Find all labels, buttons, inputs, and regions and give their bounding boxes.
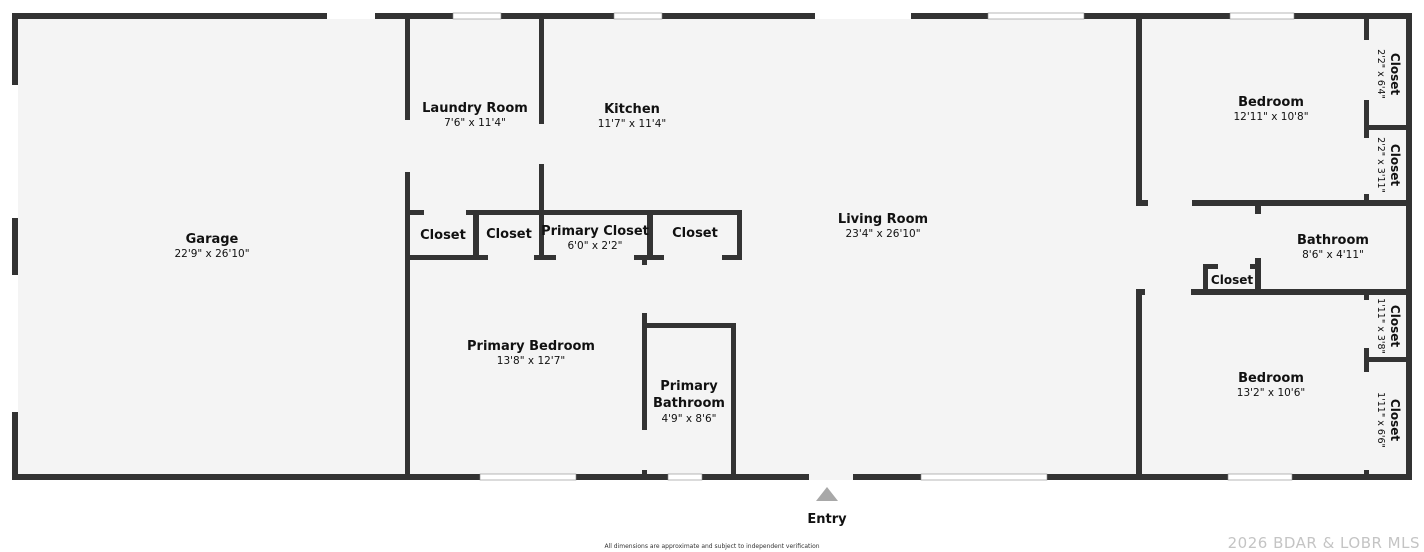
closet-r3-label: Closet (1388, 305, 1402, 347)
closet-r4: Closet 1'11" x 6'6" (1375, 392, 1402, 448)
wall-right (1406, 13, 1412, 480)
closet-bath-label: Closet (1211, 273, 1253, 287)
kitchen-label: Kitchen (604, 102, 660, 117)
primary-closet-label: Primary Closet (541, 224, 649, 239)
bathroom-dims: 8'6" x 4'11" (1302, 249, 1364, 261)
living-room-dims: 23'4" x 26'10" (845, 228, 920, 240)
bedroom1-label: Bedroom (1238, 95, 1304, 110)
wall-primary-bath-top (647, 323, 736, 328)
wall-closet-row-top (405, 210, 741, 215)
laundry-label: Laundry Room (422, 101, 528, 116)
floor-area (16, 18, 1408, 478)
wall-laundry-east (539, 13, 544, 213)
closet-r4-label: Closet (1388, 399, 1402, 441)
kitchen-dims: 11'7" x 11'4" (598, 118, 666, 130)
closet-r3: Closet 1'11" x 3'8" (1375, 298, 1402, 354)
laundry-dims: 7'6" x 11'4" (444, 117, 506, 129)
primary-bedroom-label: Primary Bedroom (467, 339, 595, 354)
wall-bedroom2-north (1136, 289, 1412, 295)
bedroom2-label: Bedroom (1238, 371, 1304, 386)
wall-primary-bath-east (731, 323, 736, 480)
wall-bedroom1-west (1136, 13, 1142, 206)
entry-label: Entry (807, 512, 847, 527)
watermark-text: 2026 BDAR & LOBR MLS (1228, 534, 1420, 552)
closet-r3-dims: 1'11" x 3'8" (1375, 298, 1386, 354)
wall-garage-east (405, 13, 410, 480)
wall-bedroom1-south (1136, 200, 1406, 206)
closet-r1-label: Closet (1388, 53, 1402, 95)
primary-bathroom-label-line2: Bathroom (653, 396, 725, 411)
wall-closet-r1-r2 (1364, 125, 1412, 130)
wall-closet-div2 (539, 210, 544, 260)
living-room-label: Living Room (838, 212, 928, 227)
closet-a-label: Closet (420, 228, 466, 243)
closet-r4-dims: 1'11" x 6'6" (1375, 392, 1386, 448)
entry-arrow-icon (816, 487, 838, 501)
wall-closet-r-west-top (1364, 13, 1369, 206)
bathroom-label: Bathroom (1297, 233, 1369, 248)
garage-dims: 22'9" x 26'10" (174, 248, 249, 260)
door-openings (405, 40, 1369, 480)
primary-bathroom-label-line1: Primary (660, 379, 718, 394)
wall-bath-closet-west (1203, 264, 1208, 295)
primary-bathroom-dims: 4'9" x 8'6" (661, 413, 716, 425)
wall-left (12, 13, 18, 480)
wall-primary-bed-east (642, 255, 647, 480)
wall-closet-div3 (647, 210, 653, 260)
closet-r2-label: Closet (1388, 144, 1402, 186)
closet-r2-dims: 2'2" x 3'11" (1375, 137, 1386, 193)
closet-r2: Closet 2'2" x 3'11" (1375, 137, 1402, 193)
bedroom1-dims: 12'11" x 10'8" (1233, 111, 1308, 123)
closet-r1: Closet 2'2" x 6'4" (1375, 49, 1402, 99)
bedroom2-dims: 13'2" x 10'6" (1237, 387, 1305, 399)
primary-closet-dims: 6'0" x 2'2" (567, 240, 622, 252)
wall-bedroom2-west (1136, 289, 1142, 480)
disclaimer-text: All dimensions are approximate and subje… (604, 543, 819, 550)
wall-closet-r3-r4 (1364, 357, 1412, 362)
garage-label: Garage (186, 232, 239, 247)
primary-bedroom-dims: 13'8" x 12'7" (497, 355, 565, 367)
wall-closet-div4 (737, 210, 742, 260)
wall-top (12, 13, 1412, 19)
closet-b-label: Closet (486, 227, 532, 242)
windows (12, 12, 1295, 481)
closet-r1-dims: 2'2" x 6'4" (1375, 49, 1386, 99)
wall-closet-div1 (473, 210, 479, 260)
wall-bottom (12, 474, 1412, 480)
closet-c-label: Closet (672, 226, 718, 241)
